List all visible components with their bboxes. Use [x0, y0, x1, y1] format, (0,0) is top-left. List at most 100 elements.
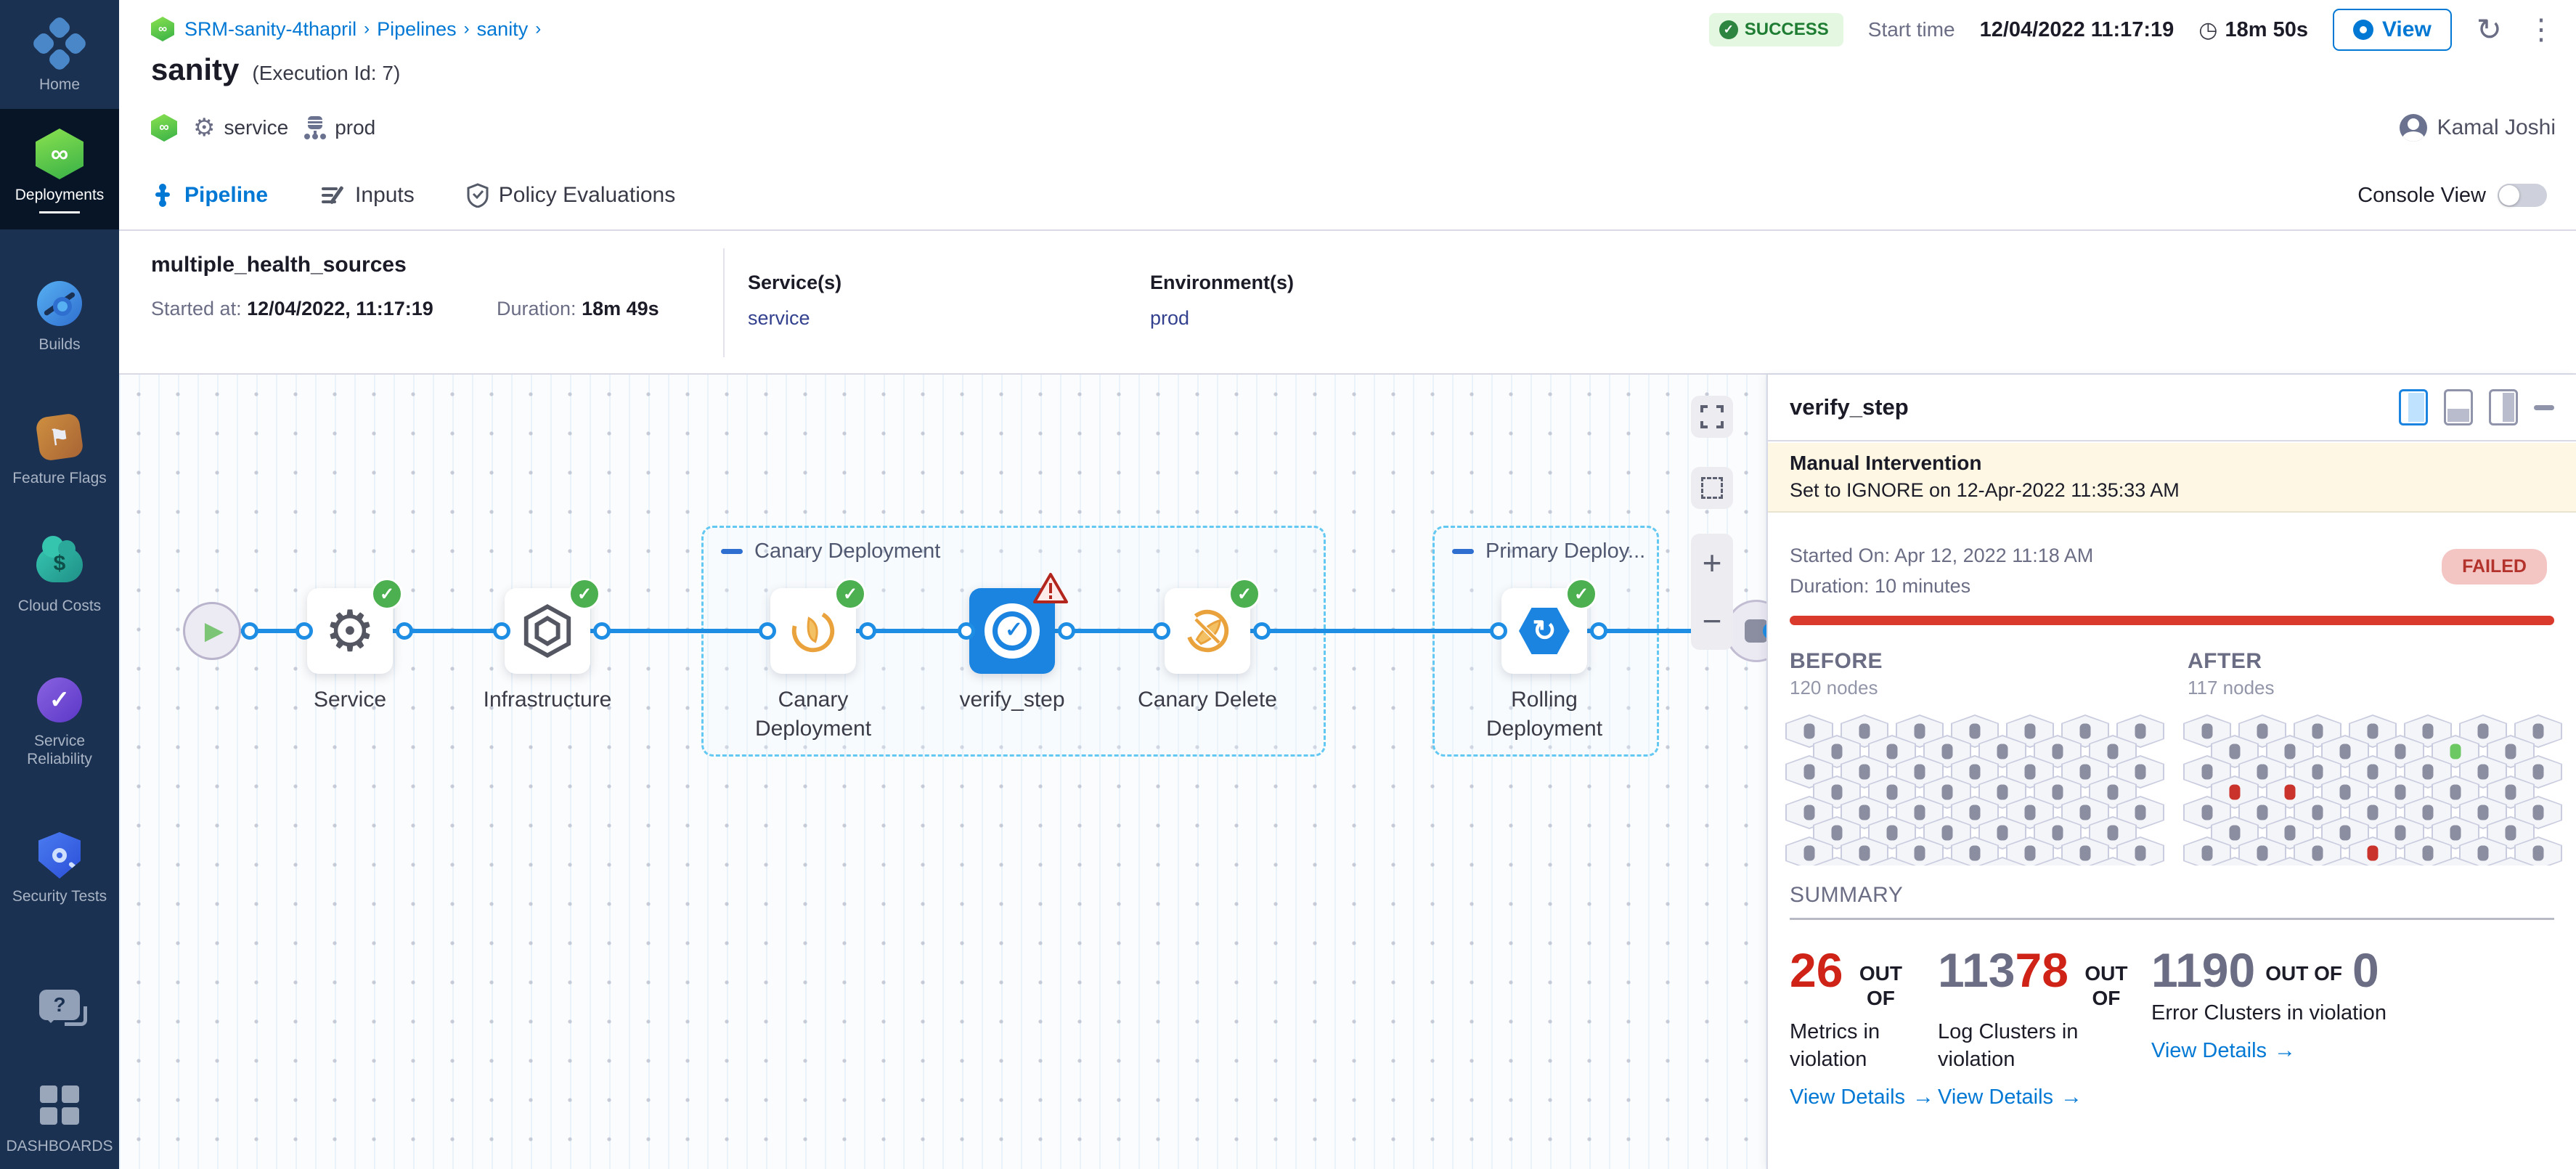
node-hexagon[interactable] — [2061, 836, 2109, 865]
view-button[interactable]: View — [2332, 9, 2452, 51]
node-hexagon[interactable] — [2404, 796, 2452, 829]
collapse-icon[interactable] — [721, 549, 743, 554]
tab-policy-evaluations[interactable]: Policy Evaluations — [467, 161, 675, 229]
console-view-toggle[interactable] — [2498, 184, 2547, 207]
node-hexagon[interactable] — [2349, 836, 2397, 865]
out-of-label: OUT OF — [1859, 962, 1902, 1009]
view-details-link[interactable]: View Details → — [2151, 1038, 2427, 1063]
node-hexagon[interactable] — [2089, 857, 2137, 865]
environment-link[interactable]: prod — [1150, 307, 1190, 329]
node-hexagon[interactable] — [2266, 857, 2314, 865]
node-hexagon[interactable] — [2183, 836, 2231, 865]
node-label: Rolling Deployment — [1485, 688, 1603, 741]
node-hexagon[interactable] — [1841, 836, 1888, 865]
sidebar: Home ∞ Deployments Builds ⚑ Feature Flag… — [0, 0, 119, 1169]
node-hexagon[interactable] — [2514, 836, 2562, 865]
sidebar-item-help[interactable]: ? — [0, 979, 119, 1031]
node-hexagon[interactable] — [2211, 857, 2259, 865]
stage-started: Started at: 12/04/2022, 11:17:19 — [151, 298, 433, 320]
sidebar-item-dashboards[interactable]: DASHBOARDS — [0, 1079, 119, 1155]
node-hexagon[interactable] — [2404, 836, 2452, 865]
node-hexagon[interactable] — [1896, 836, 1944, 865]
node-hexagon[interactable] — [1868, 857, 1916, 865]
multi-select-button[interactable] — [1691, 467, 1733, 509]
group-label-primary[interactable]: Primary Deploy... — [1452, 539, 1645, 563]
breadcrumb-pipeline-name[interactable]: sanity — [476, 17, 529, 40]
stage-name[interactable]: multiple_health_sources — [151, 253, 407, 277]
fit-to-screen-button[interactable] — [1691, 396, 1733, 438]
node-hexagon[interactable] — [1923, 857, 1971, 865]
node-hexagon[interactable] — [1978, 857, 2026, 865]
service-tag-label: service — [224, 116, 289, 139]
sidebar-item-feature-flags[interactable]: ⚑ Feature Flags — [0, 411, 119, 487]
violation-count: 26 — [1790, 943, 1843, 997]
breadcrumb-pipelines[interactable]: Pipelines — [377, 17, 457, 40]
node-hexagon[interactable] — [2034, 857, 2082, 865]
sidebar-item-builds[interactable]: Builds — [0, 277, 119, 354]
sidebar-item-security-tests[interactable]: Security Tests — [0, 829, 119, 905]
node-canary-delete[interactable]: ✓ — [1165, 578, 1260, 674]
pipeline-canvas[interactable]: Canary Deployment Primary Deploy... ▶ ⚙ … — [119, 375, 1766, 1169]
start-node[interactable]: ▶ — [183, 602, 241, 660]
node-hexagon[interactable] — [2487, 857, 2535, 865]
node-hexagon[interactable] — [2459, 836, 2507, 865]
rolling-deployment-icon: ↻ — [1519, 608, 1570, 654]
service-link[interactable]: service — [748, 307, 810, 329]
node-hexagon[interactable] — [2376, 857, 2424, 865]
tab-inputs[interactable]: Inputs — [320, 161, 415, 229]
view-details-link[interactable]: View Details → — [1790, 1085, 1938, 1109]
zoom-in-button[interactable]: + — [1702, 544, 1722, 582]
node-label: Infrastructure — [483, 688, 612, 712]
node-verify-step[interactable] — [969, 573, 1068, 674]
view-details-label: View Details — [1790, 1085, 1906, 1109]
tab-pipeline[interactable]: Pipeline — [151, 161, 268, 229]
elapsed-value: 18m 50s — [2225, 17, 2308, 41]
node-label: Canary Delete — [1138, 688, 1277, 712]
panel-title: verify_step — [1790, 394, 1909, 420]
collapse-icon[interactable] — [1452, 549, 1474, 554]
node-hexagon[interactable] — [2432, 816, 2479, 850]
eye-icon — [2352, 20, 2373, 40]
sidebar-item-cloud-costs[interactable]: $ Cloud Costs — [0, 536, 119, 615]
sidebar-item-home[interactable]: Home — [0, 15, 119, 94]
node-hexagon[interactable] — [1813, 857, 1861, 865]
service-tag[interactable]: ⚙ service — [193, 113, 288, 142]
node-hexagon[interactable] — [1951, 836, 1999, 865]
layout-split-icon[interactable] — [2489, 389, 2518, 425]
node-hexagon[interactable] — [1785, 836, 1833, 865]
node-hexagon[interactable] — [2116, 755, 2164, 789]
divider — [723, 248, 725, 357]
before-node-grid — [1785, 714, 2177, 865]
node-hexagon[interactable] — [2321, 857, 2369, 865]
connector-port — [1490, 622, 1507, 640]
sidebar-item-deployments[interactable]: ∞ Deployments — [0, 109, 119, 229]
node-service[interactable]: ⚙ ✓ — [307, 578, 403, 674]
active-underline — [39, 211, 80, 213]
breadcrumb-project[interactable]: SRM-sanity-4thapril — [184, 17, 357, 40]
node-hexagon[interactable] — [2238, 836, 2286, 865]
panel-header: verify_step — [1768, 375, 2576, 441]
node-hexagon[interactable] — [2116, 836, 2164, 865]
avatar — [2399, 114, 2427, 142]
success-badge-icon: ✓ — [1565, 578, 1597, 610]
node-rolling-deployment[interactable]: ↻ ✓ — [1501, 578, 1597, 674]
environment-icon — [304, 116, 327, 139]
group-label-canary[interactable]: Canary Deployment — [721, 539, 940, 563]
layout-bottom-icon[interactable] — [2444, 389, 2473, 425]
node-canary-deployment[interactable]: ✓ — [770, 578, 866, 674]
node-hexagon[interactable] — [2006, 836, 2054, 865]
refresh-icon[interactable]: ↻ — [2476, 12, 2502, 46]
node-infrastructure[interactable]: ✓ — [505, 578, 600, 674]
minimize-panel-icon[interactable] — [2534, 404, 2554, 410]
view-details-link[interactable]: View Details → — [1938, 1085, 2151, 1109]
node-hexagon[interactable] — [2294, 836, 2341, 865]
user-chip[interactable]: Kamal Joshi — [2399, 114, 2556, 142]
node-hexagon[interactable] — [2432, 857, 2479, 865]
node-hexagon[interactable] — [2211, 735, 2259, 768]
summary-divider — [1790, 918, 2554, 920]
kebab-menu-icon[interactable]: ⋮ — [2527, 14, 2556, 46]
zoom-out-button[interactable]: − — [1702, 602, 1722, 640]
sidebar-item-service-reliability[interactable]: ✓ Service Reliability — [0, 674, 119, 768]
environment-tag[interactable]: prod — [304, 116, 375, 139]
layout-right-icon[interactable] — [2399, 389, 2428, 425]
